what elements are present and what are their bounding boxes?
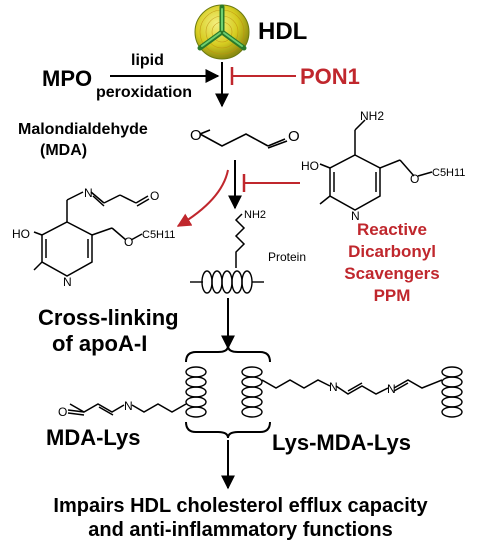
scavengers-label: Reactive Dicarbonyl Scavengers PPM <box>342 219 442 307</box>
scavengers-line2: Dicarbonyl <box>348 242 436 261</box>
outcome-line1: Impairs HDL cholesterol efflux capacity <box>53 495 428 517</box>
adduct-c5h11: C5H11 <box>142 229 175 241</box>
lys-mda-lys-n2: N <box>387 382 396 396</box>
mda-lys-o: O <box>58 405 67 419</box>
crosslinking-line1: Cross-linking <box>38 305 179 330</box>
protein-label: Protein <box>268 250 307 264</box>
mda-o-right: O <box>288 128 300 145</box>
mda-name: Malondialdehyde <box>18 121 148 138</box>
mda-o-left: O <box>190 127 202 144</box>
adduct-o: O <box>150 189 159 203</box>
ppm-nh2: NH2 <box>360 109 384 123</box>
ppm-ho: HO <box>301 159 319 173</box>
crosslinking-line2: of apoA-I <box>52 331 148 356</box>
mda-abbrev: (MDA) <box>40 142 88 159</box>
hdl-label: HDL <box>258 18 308 45</box>
lys-mda-lys-label: Lys-MDA-Lys <box>272 430 411 455</box>
mpo-label: MPO <box>42 66 93 91</box>
outcome-label: Impairs HDL cholesterol efflux capacity … <box>0 494 481 542</box>
protein-lysine-structure <box>234 213 246 268</box>
lipid-label: lipid <box>131 52 164 69</box>
scavenging-arrow <box>176 169 229 227</box>
helix-right-icon <box>241 366 263 418</box>
adduct-ho: HO <box>12 227 30 241</box>
protein-helix-icon <box>190 270 264 294</box>
ppm-structure <box>319 119 433 211</box>
scavengers-line4: PPM <box>373 286 411 305</box>
helix-left-icon <box>185 366 207 418</box>
scavengers-line1: Reactive <box>357 220 427 239</box>
mda-lys-n: N <box>124 399 133 413</box>
pon1-label: PON1 <box>300 64 360 89</box>
mda-lys-chain <box>67 403 187 416</box>
ppm-o: O <box>410 172 419 186</box>
adduct-n-ring: N <box>63 275 72 289</box>
pon1-inhibition-bar <box>230 67 296 85</box>
scavenger-inhibition-bar <box>242 174 300 192</box>
adduct-n: N <box>84 186 93 200</box>
lys-mda-lys-chain <box>261 379 443 395</box>
crosslink-brackets <box>185 345 271 439</box>
mda-lys-label: MDA-Lys <box>46 425 141 450</box>
scavengers-line3: Scavengers <box>344 264 440 283</box>
lys-mda-lys-n1: N <box>329 380 338 394</box>
mda-structure <box>199 129 288 149</box>
protein-nh2: NH2 <box>244 209 266 221</box>
ppm-n: N <box>351 209 360 223</box>
ppm-c5h11: C5H11 <box>432 167 465 179</box>
peroxidation-label: peroxidation <box>96 84 193 101</box>
crosslinking-label: Cross-linking of apoA-I <box>38 305 179 357</box>
helix-far-right-icon <box>441 366 463 418</box>
adduct-o2: O <box>124 235 133 249</box>
adduct-structure <box>33 191 150 277</box>
hdl-particle-icon <box>194 4 250 60</box>
outcome-line2: and anti-inflammatory functions <box>88 519 393 541</box>
